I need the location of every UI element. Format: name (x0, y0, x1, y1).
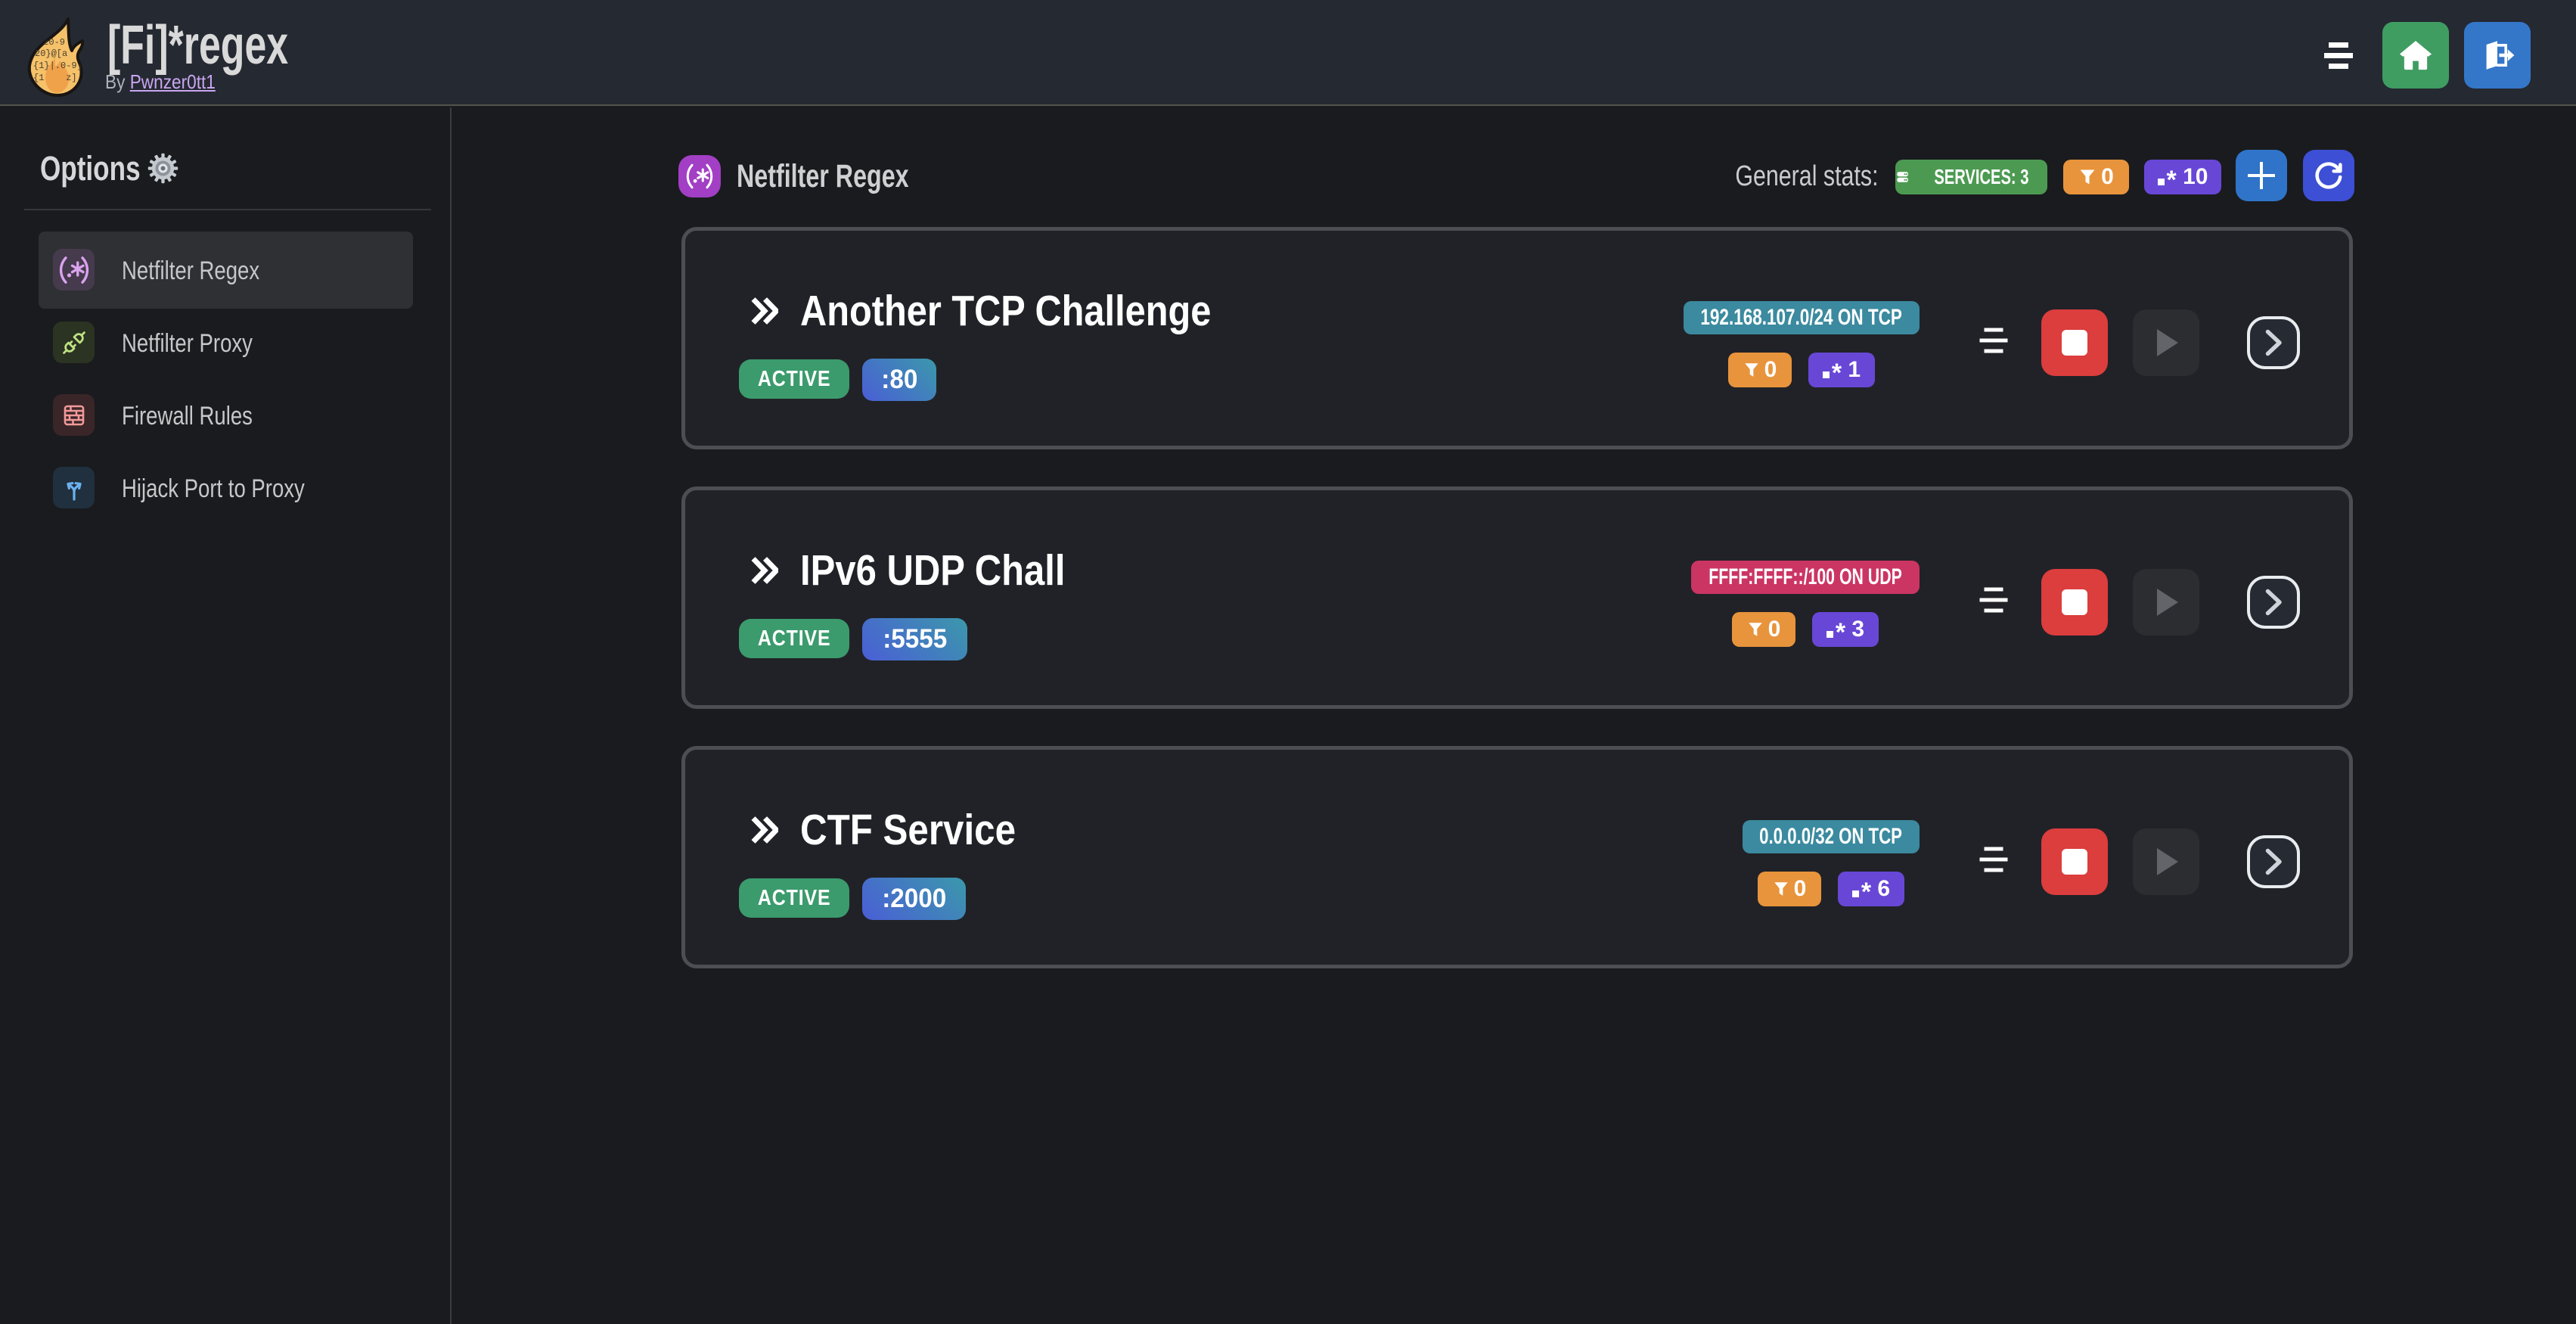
svg-text:-z0-9: -z0-9 (38, 37, 65, 48)
svg-text:{1}|.0-9]: {1}|.0-9] (33, 61, 82, 71)
svg-text:{1 z]: {1 z] (33, 73, 77, 83)
svg-text:20}@[a: 20}@[a (35, 48, 67, 59)
